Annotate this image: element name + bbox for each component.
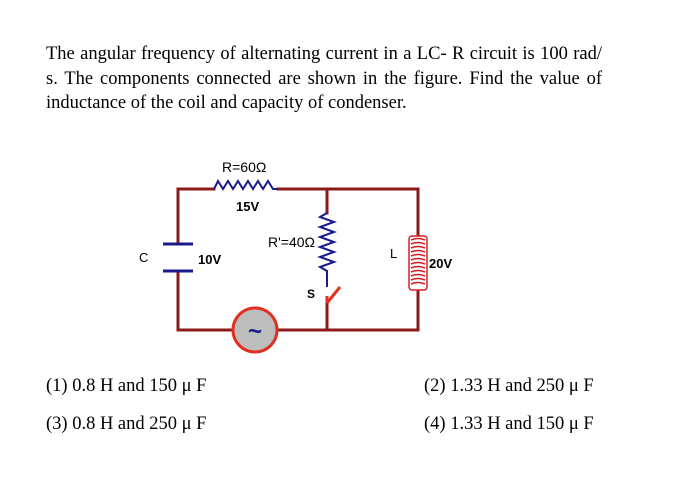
option-1[interactable]: (1) 0.8 H and 150 μ F [46,376,207,396]
inductor-symbol [408,235,428,291]
capacitor-symbol [163,242,193,273]
option-2[interactable]: (2) 1.33 H and 250 μ F [424,376,594,396]
switch-label: S [307,287,315,301]
resistor-top-voltage: 15V [236,199,259,214]
resistor-mid-symbol [317,212,337,283]
ac-source-glyph: ~ [248,318,262,345]
inductor-voltage: 20V [429,256,452,271]
resistor-top-label: R=60Ω [222,159,266,175]
question-text: The angular frequency of alternating cur… [46,44,602,113]
switch-symbol [325,283,342,304]
capacitor-label: C [139,250,148,265]
option-3[interactable]: (3) 0.8 H and 250 μ F [46,414,207,434]
resistor-top-symbol [213,178,278,191]
circuit-wires [176,187,420,332]
ac-source-symbol [231,306,279,354]
resistor-mid-label: R'=40Ω [268,234,315,250]
inductor-label: L [390,246,397,261]
capacitor-voltage: 10V [198,252,221,267]
option-4[interactable]: (4) 1.33 H and 150 μ F [424,414,594,434]
